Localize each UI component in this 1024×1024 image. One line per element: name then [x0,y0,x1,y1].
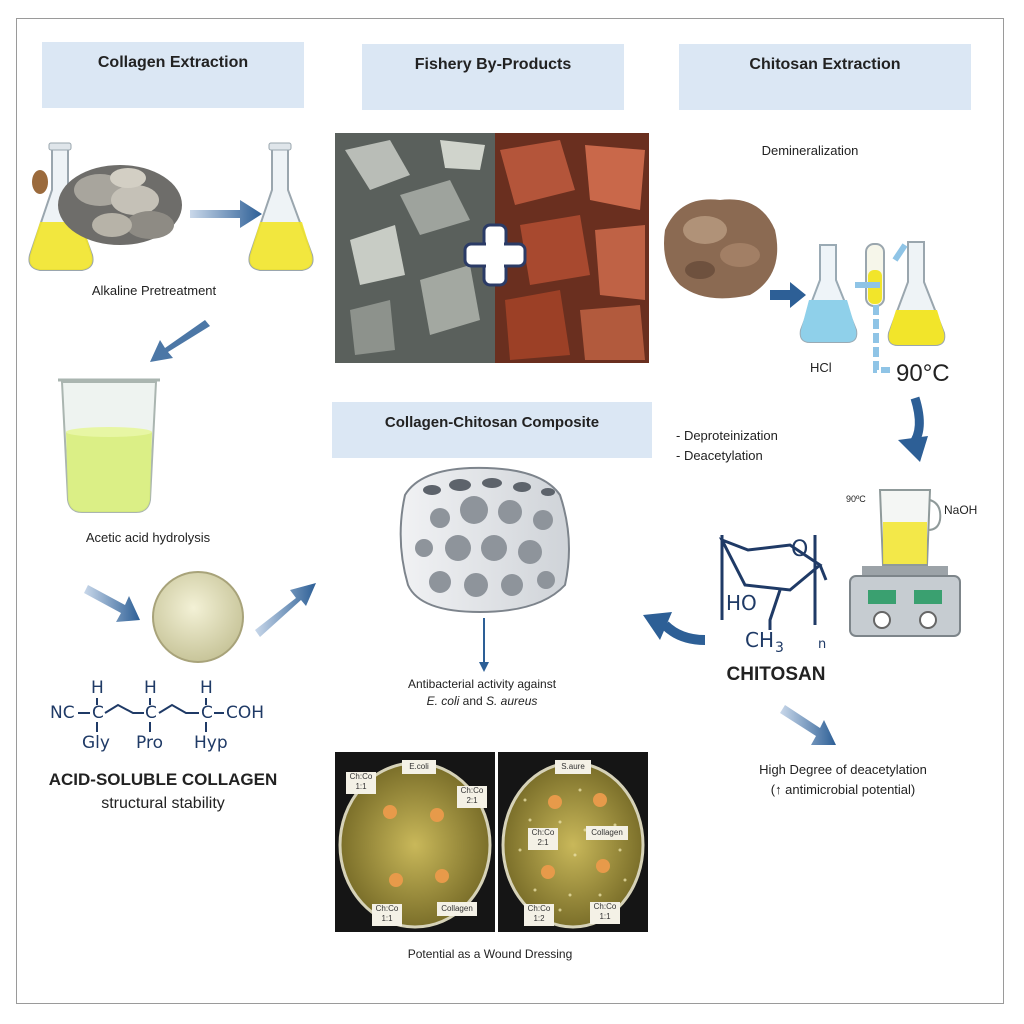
antibacterial-label: Antibacterial activity against [407,677,557,691]
collagen-disc-icon [152,571,244,663]
formula-coh: COH [226,703,265,723]
fishery-photo [335,133,649,363]
flask-yellow-icon [887,241,946,346]
chitosan-ho-label: HO [726,591,757,615]
acid-soluble-collagen-label: ACID-SOLUBLE COLLAGEN [48,770,278,789]
and-text: and [459,694,487,708]
scaffold-icon [399,466,570,614]
formula-pro: Pro [136,733,163,753]
wound-dressing-label: Potential as a Wound Dressing [407,947,573,961]
formula-hyp: Hyp [194,733,228,753]
arrow-down-right-icon [780,705,836,745]
saureus-text: S. aureus [486,694,538,708]
plus-icon [463,223,527,287]
chitosan-sub3-label: 3 [775,640,784,656]
petri-label-2-3: Collagen [586,826,628,840]
antimicrobial-potential-label: (↑ antimicrobial potential) [770,782,916,797]
petri-label-1-2: E.coli [402,760,436,774]
chitosan-structure [718,535,828,630]
formula-nc: NC [50,703,75,723]
figure-frame [16,18,1004,1004]
arrow-right-icon [190,200,262,228]
test-tube-icon [865,243,885,307]
header-fishery-byproducts-text: Fishery By-Products [414,56,572,73]
arrow-right-down-icon [84,585,140,622]
chitosan-label: CHITOSAN [726,664,826,685]
bacteria-label: E. coli and S. aureus [427,694,538,708]
structural-stability-label: structural stability [101,795,225,812]
header-chitosan-extraction-text: Chitosan Extraction [749,56,901,73]
ecoli-text: E. coli [426,694,460,708]
chitosan-n-label: n [818,637,826,652]
petri-photo-2 [498,752,648,932]
arrow-curve-left-icon [643,612,706,645]
formula-gly: Gly [82,733,110,753]
petri-label-2-1: S.aure [555,760,591,774]
header-collagen-extraction: Collagen Extraction [42,42,304,108]
crab-shell-icon [664,199,778,299]
collagen-formula: H H H NC C C C COH Gly Pro Hyp [50,678,280,758]
acetic-acid-label: Acetic acid hydrolysis [85,530,211,545]
formula-h3: H [200,678,213,698]
chitosan-o-label: O [791,537,808,562]
deacetylation-label: - Deacetylation [676,448,763,463]
connector-line [873,305,890,373]
connector-line [892,243,908,262]
naoh-label: NaOH [944,503,978,517]
header-fishery-byproducts: Fishery By-Products [362,44,624,110]
formula-h2: H [144,678,157,698]
arrow-curve-down-icon [898,396,928,462]
flask-blue-icon [799,244,858,343]
formula-c1: C [92,703,104,723]
arrow-up-right-icon [255,583,316,637]
temp-90-label: 90°C [896,360,950,387]
shells-icon [32,165,182,245]
beaker-icon [58,378,160,513]
petri-label-1-5: Collagen [437,902,477,916]
formula-c3: C [201,703,213,723]
demineralization-label: Demineralization [761,143,859,158]
arrow-down-left-icon [150,320,210,362]
deproteinization-label: - Deproteinization [676,428,778,443]
header-collagen-extraction-text: Collagen Extraction [97,54,249,71]
alkaline-pretreatment-label: Alkaline Pretreatment [91,283,217,298]
header-chitosan-extraction: Chitosan Extraction [679,44,971,110]
hcl-label: HCl [810,360,832,375]
temp-90-small-label: 90ºC [846,494,866,504]
hotplate-icon [849,489,961,637]
formula-c2: C [145,703,157,723]
formula-h1: H [91,678,104,698]
chitosan-ch3-label: CH [745,628,774,652]
arrow-down-icon [479,618,489,672]
header-composite: Collagen-Chitosan Composite [332,402,652,458]
flask-icon [248,142,314,271]
high-deacetylation-label: High Degree of deacetylation [759,762,927,777]
header-composite-text: Collagen-Chitosan Composite [384,414,600,431]
arrow-right-icon [770,282,806,308]
